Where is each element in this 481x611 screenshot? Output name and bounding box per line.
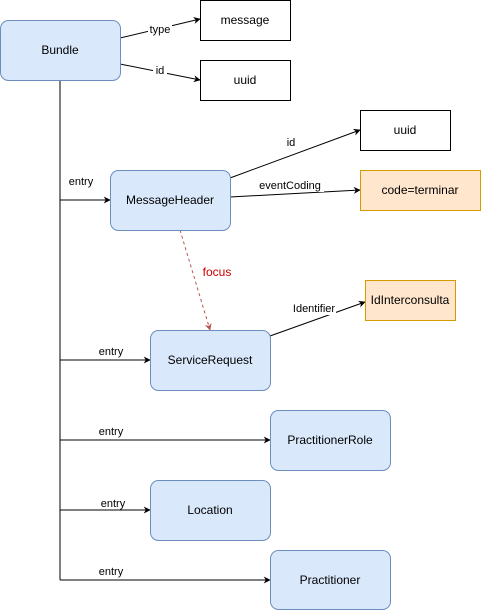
node-uuid-top[interactable]: uuid [200, 60, 291, 101]
edge-label-eventcoding: eventCoding [259, 180, 321, 192]
node-location[interactable]: Location [150, 480, 271, 541]
edge-label-id-bundle: id [156, 65, 165, 77]
edge-label-entry-practitioner: entry [99, 566, 124, 578]
edge-label-type: type [150, 24, 171, 36]
edge-label-identifier: Identifier [293, 303, 336, 315]
node-code-terminar[interactable]: code=terminar [360, 170, 481, 211]
node-label-code-terminar: code=terminar [381, 183, 458, 197]
edge-label-entry-location: entry [101, 498, 126, 510]
edge-label-entry-messageheader: entry [69, 176, 94, 188]
node-message[interactable]: message [200, 0, 291, 41]
node-label-service-request: ServiceRequest [168, 353, 253, 367]
edge-header-id [229, 128, 361, 179]
node-message-header[interactable]: MessageHeader [110, 170, 231, 231]
node-label-message: message [221, 13, 270, 27]
node-label-uuid-top: uuid [234, 73, 257, 87]
node-label-bundle: Bundle [41, 43, 79, 57]
edge-label-focus: focus [203, 265, 232, 279]
node-practitioner[interactable]: Practitioner [270, 550, 391, 610]
node-practitioner-role[interactable]: PractitionerRole [270, 410, 391, 471]
node-uuid-header[interactable]: uuid [360, 110, 451, 151]
edges: type id entry id eventCoding focus entry… [59, 17, 366, 584]
edge-label-id-header: id [287, 137, 296, 149]
node-id-interconsulta[interactable]: IdInterconsulta [365, 280, 456, 321]
edge-service-identifier [269, 300, 366, 337]
edge-label-entry-servicerequest: entry [99, 346, 124, 358]
node-label-location: Location [187, 503, 232, 517]
edge-header-eventcoding [229, 186, 361, 198]
edge-label-entry-practitionerrole: entry [99, 426, 124, 438]
node-label-uuid-header: uuid [394, 123, 417, 137]
node-label-id-interconsulta: IdInterconsulta [371, 293, 450, 307]
node-service-request[interactable]: ServiceRequest [150, 330, 271, 391]
node-bundle[interactable]: Bundle [0, 20, 121, 81]
node-label-practitioner-role: PractitionerRole [287, 433, 373, 447]
node-label-practitioner: Practitioner [300, 573, 361, 587]
node-label-message-header: MessageHeader [126, 193, 214, 207]
